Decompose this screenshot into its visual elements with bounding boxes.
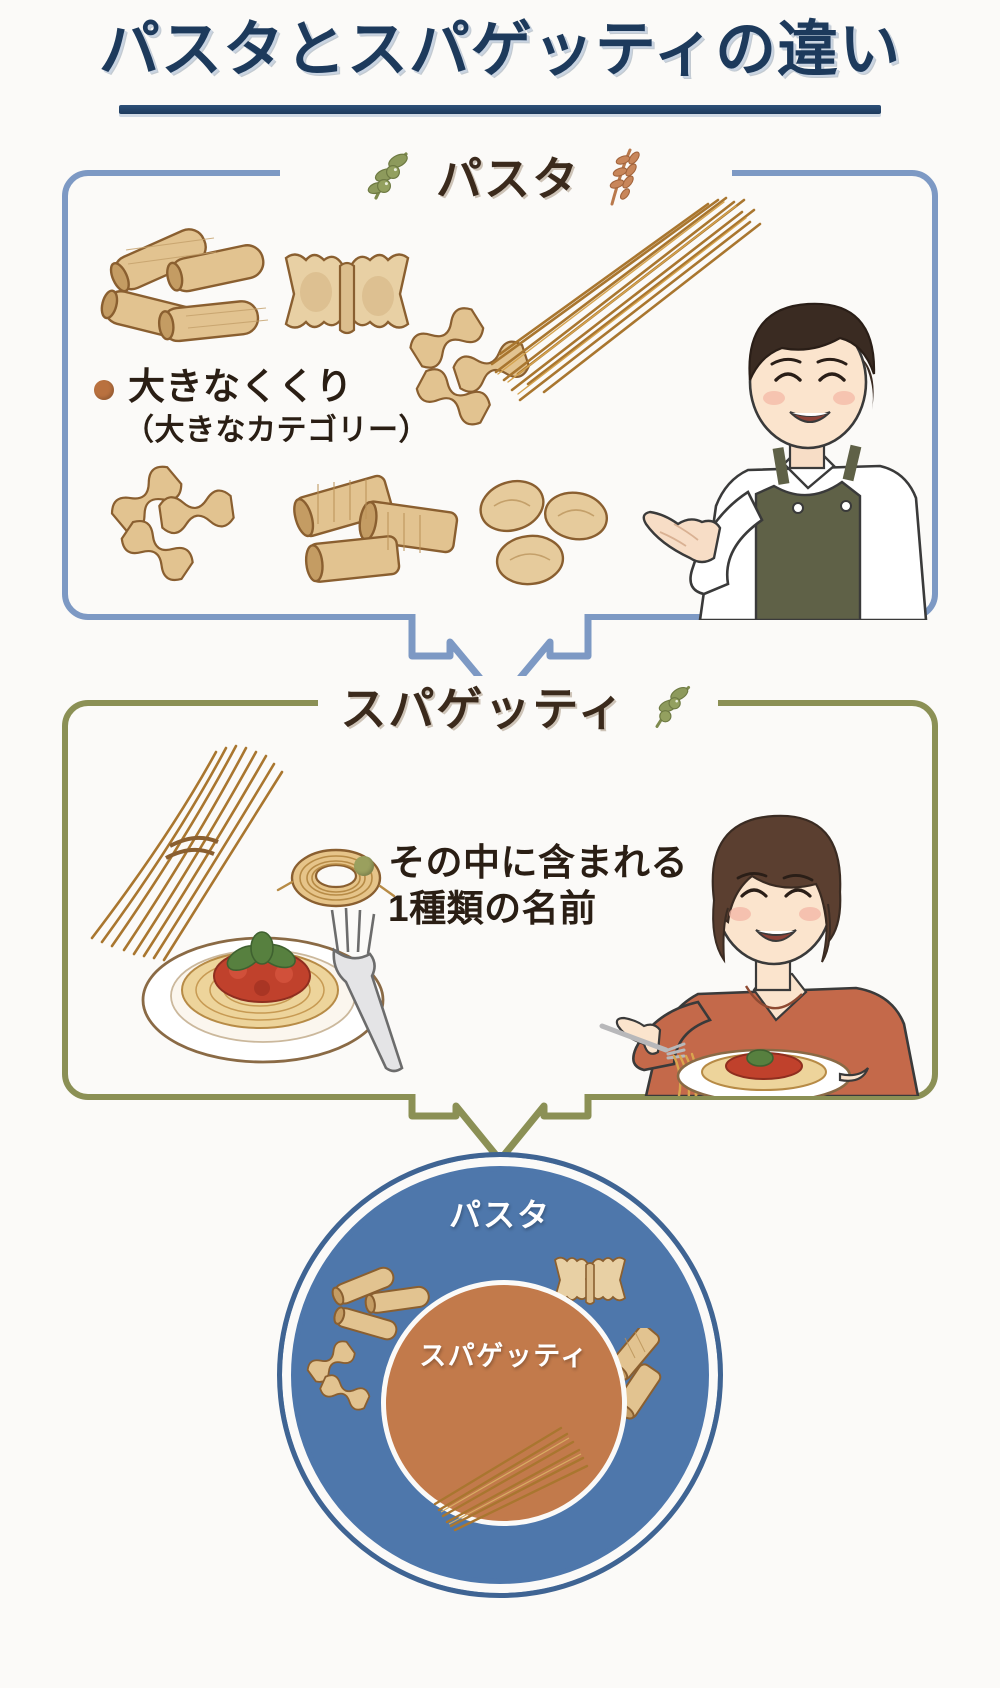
- spaghetti-bundle: [490, 196, 762, 402]
- spaghetti-bullet-sub: 1種類の名前: [388, 887, 597, 929]
- pasta-bullet-sub: （大きなカテゴリー）: [124, 413, 429, 447]
- orecchiette-pasta: [479, 479, 608, 586]
- penne-pasta: [100, 228, 269, 343]
- wheat-stalk-icon: [609, 148, 640, 206]
- pasta-bullet-main: 大きなくくり: [128, 366, 353, 407]
- pasta-card: パスタ: [62, 146, 938, 620]
- venn-inner-circle: [381, 1280, 627, 1526]
- rotini-pasta: [110, 465, 235, 582]
- spaghetti-card: スパゲッティ: [62, 676, 938, 1100]
- spaghetti-bullet-list: その中に含まれる 1種類の名前: [354, 840, 688, 932]
- spaghetti-plate-with-sauce: [141, 931, 385, 1064]
- spaghetti-bullet-main: その中に含まれる: [388, 842, 688, 883]
- spaghetti-bundle: [90, 744, 284, 962]
- olive-branch-icon: [655, 685, 690, 728]
- title-block: パスタとスパゲッティの違い: [0, 15, 1000, 115]
- pasta-bullet-item: 大きなくくり: [94, 364, 429, 410]
- chef-man-illustration: [642, 302, 928, 620]
- venn-diagram: パスタ スパゲッティ: [277, 1152, 723, 1598]
- pasta-heading-group: パスタ: [280, 146, 732, 206]
- spaghetti-bullet-item: その中に含まれる: [354, 840, 688, 886]
- pasta-bullet-list: 大きなくくり （大きなカテゴリー）: [94, 364, 429, 449]
- page-title: パスタとスパゲッティの違い: [98, 15, 902, 83]
- rigatoni-pasta: [293, 474, 459, 583]
- venn-inner-label: スパゲッティ: [419, 1341, 589, 1371]
- venn-outer-label: パスタ: [448, 1197, 551, 1233]
- spaghetti-heading: スパゲッティ: [340, 683, 626, 735]
- bullet-dot-icon: [354, 856, 374, 876]
- title-divider: [119, 105, 881, 115]
- pasta-heading: パスタ: [436, 153, 580, 205]
- olive-branch-icon: [367, 152, 408, 200]
- bullet-dot-icon: [94, 380, 114, 400]
- spaghetti-heading-group: スパゲッティ: [318, 676, 718, 736]
- farfalle-pasta: [284, 253, 410, 335]
